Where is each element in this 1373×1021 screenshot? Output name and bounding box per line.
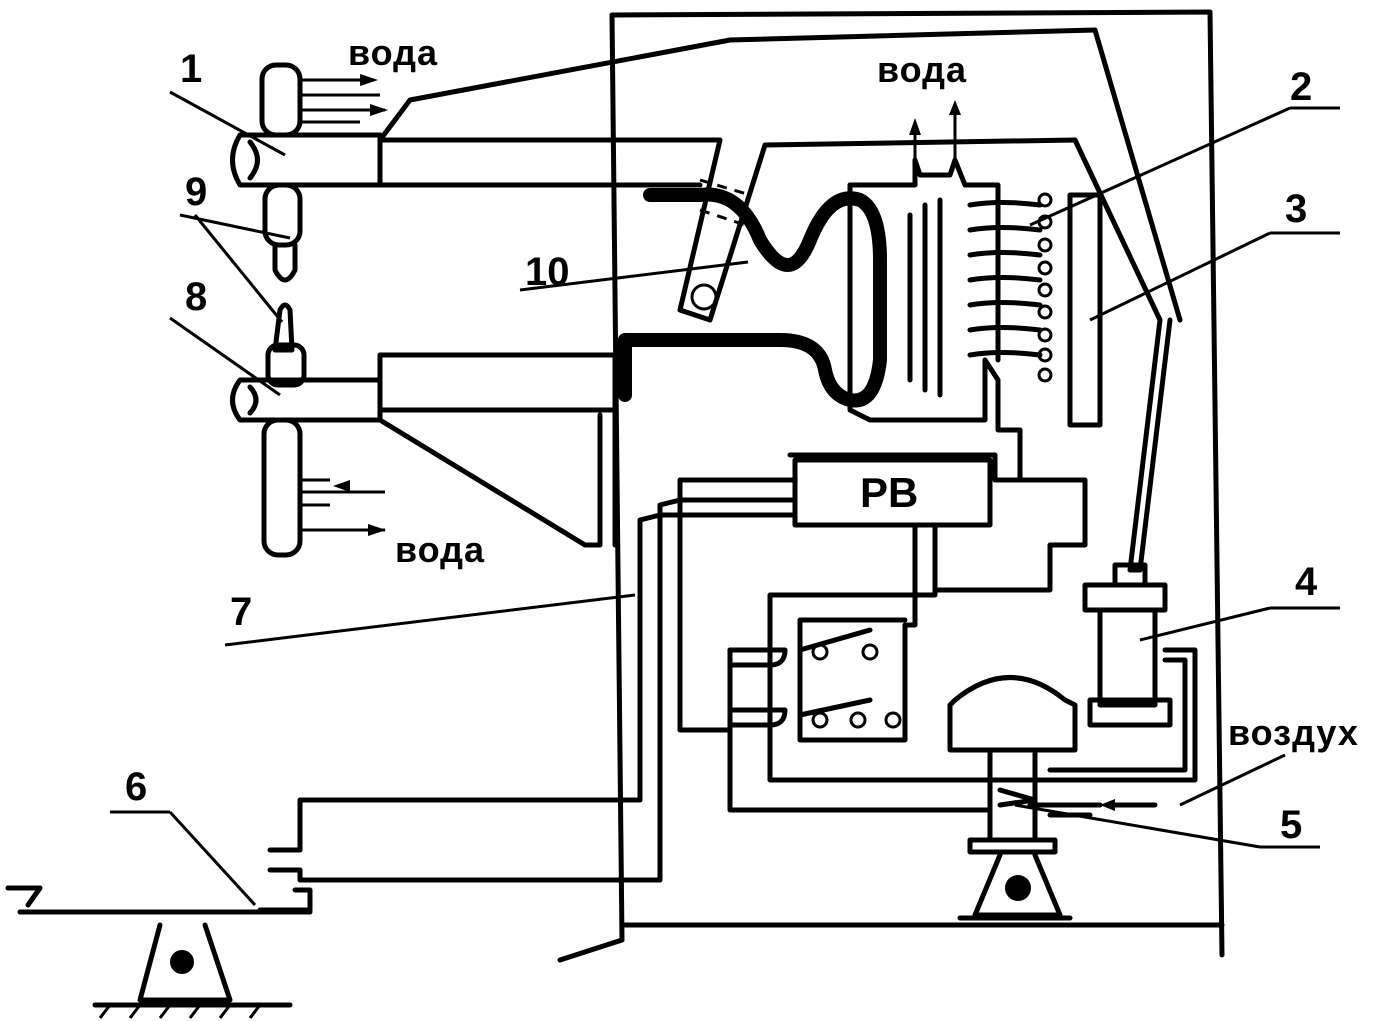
label-6: 6	[125, 765, 147, 809]
label-5: 5	[1280, 803, 1302, 847]
label-7: 7	[230, 590, 252, 634]
machine-frame	[557, 9, 1225, 963]
upper-arm	[377, 27, 1183, 323]
label-3: 3	[1285, 187, 1307, 231]
water-label-top: вода	[877, 49, 967, 90]
label-9: 9	[185, 170, 207, 214]
water-label-left: вода	[348, 32, 438, 73]
label-1: 1	[180, 47, 202, 91]
labels: 1 2 3 4 5 6 7 8 9 10 вода вода вода возд…	[125, 32, 1359, 847]
upper-electrode-holder	[230, 62, 388, 283]
air-valve	[947, 675, 1158, 921]
label-2: 2	[1290, 65, 1312, 109]
leader-lines	[110, 90, 1340, 907]
air-label: воздух	[1228, 712, 1359, 753]
label-10: 10	[525, 250, 570, 294]
lower-electrode-holder	[230, 302, 386, 558]
transformer	[787, 100, 1053, 483]
label-4: 4	[1295, 560, 1318, 604]
flexible-busbar	[618, 178, 887, 408]
water-label-bottom: вода	[395, 529, 485, 570]
relay-and-wiring	[267, 457, 1198, 883]
pneumatic-cylinder	[1082, 317, 1173, 728]
foot-pedal	[5, 885, 313, 1019]
relay-label: РВ	[860, 469, 918, 516]
lower-arm	[377, 352, 618, 548]
tap-switch	[1067, 192, 1103, 428]
label-8: 8	[185, 275, 207, 319]
